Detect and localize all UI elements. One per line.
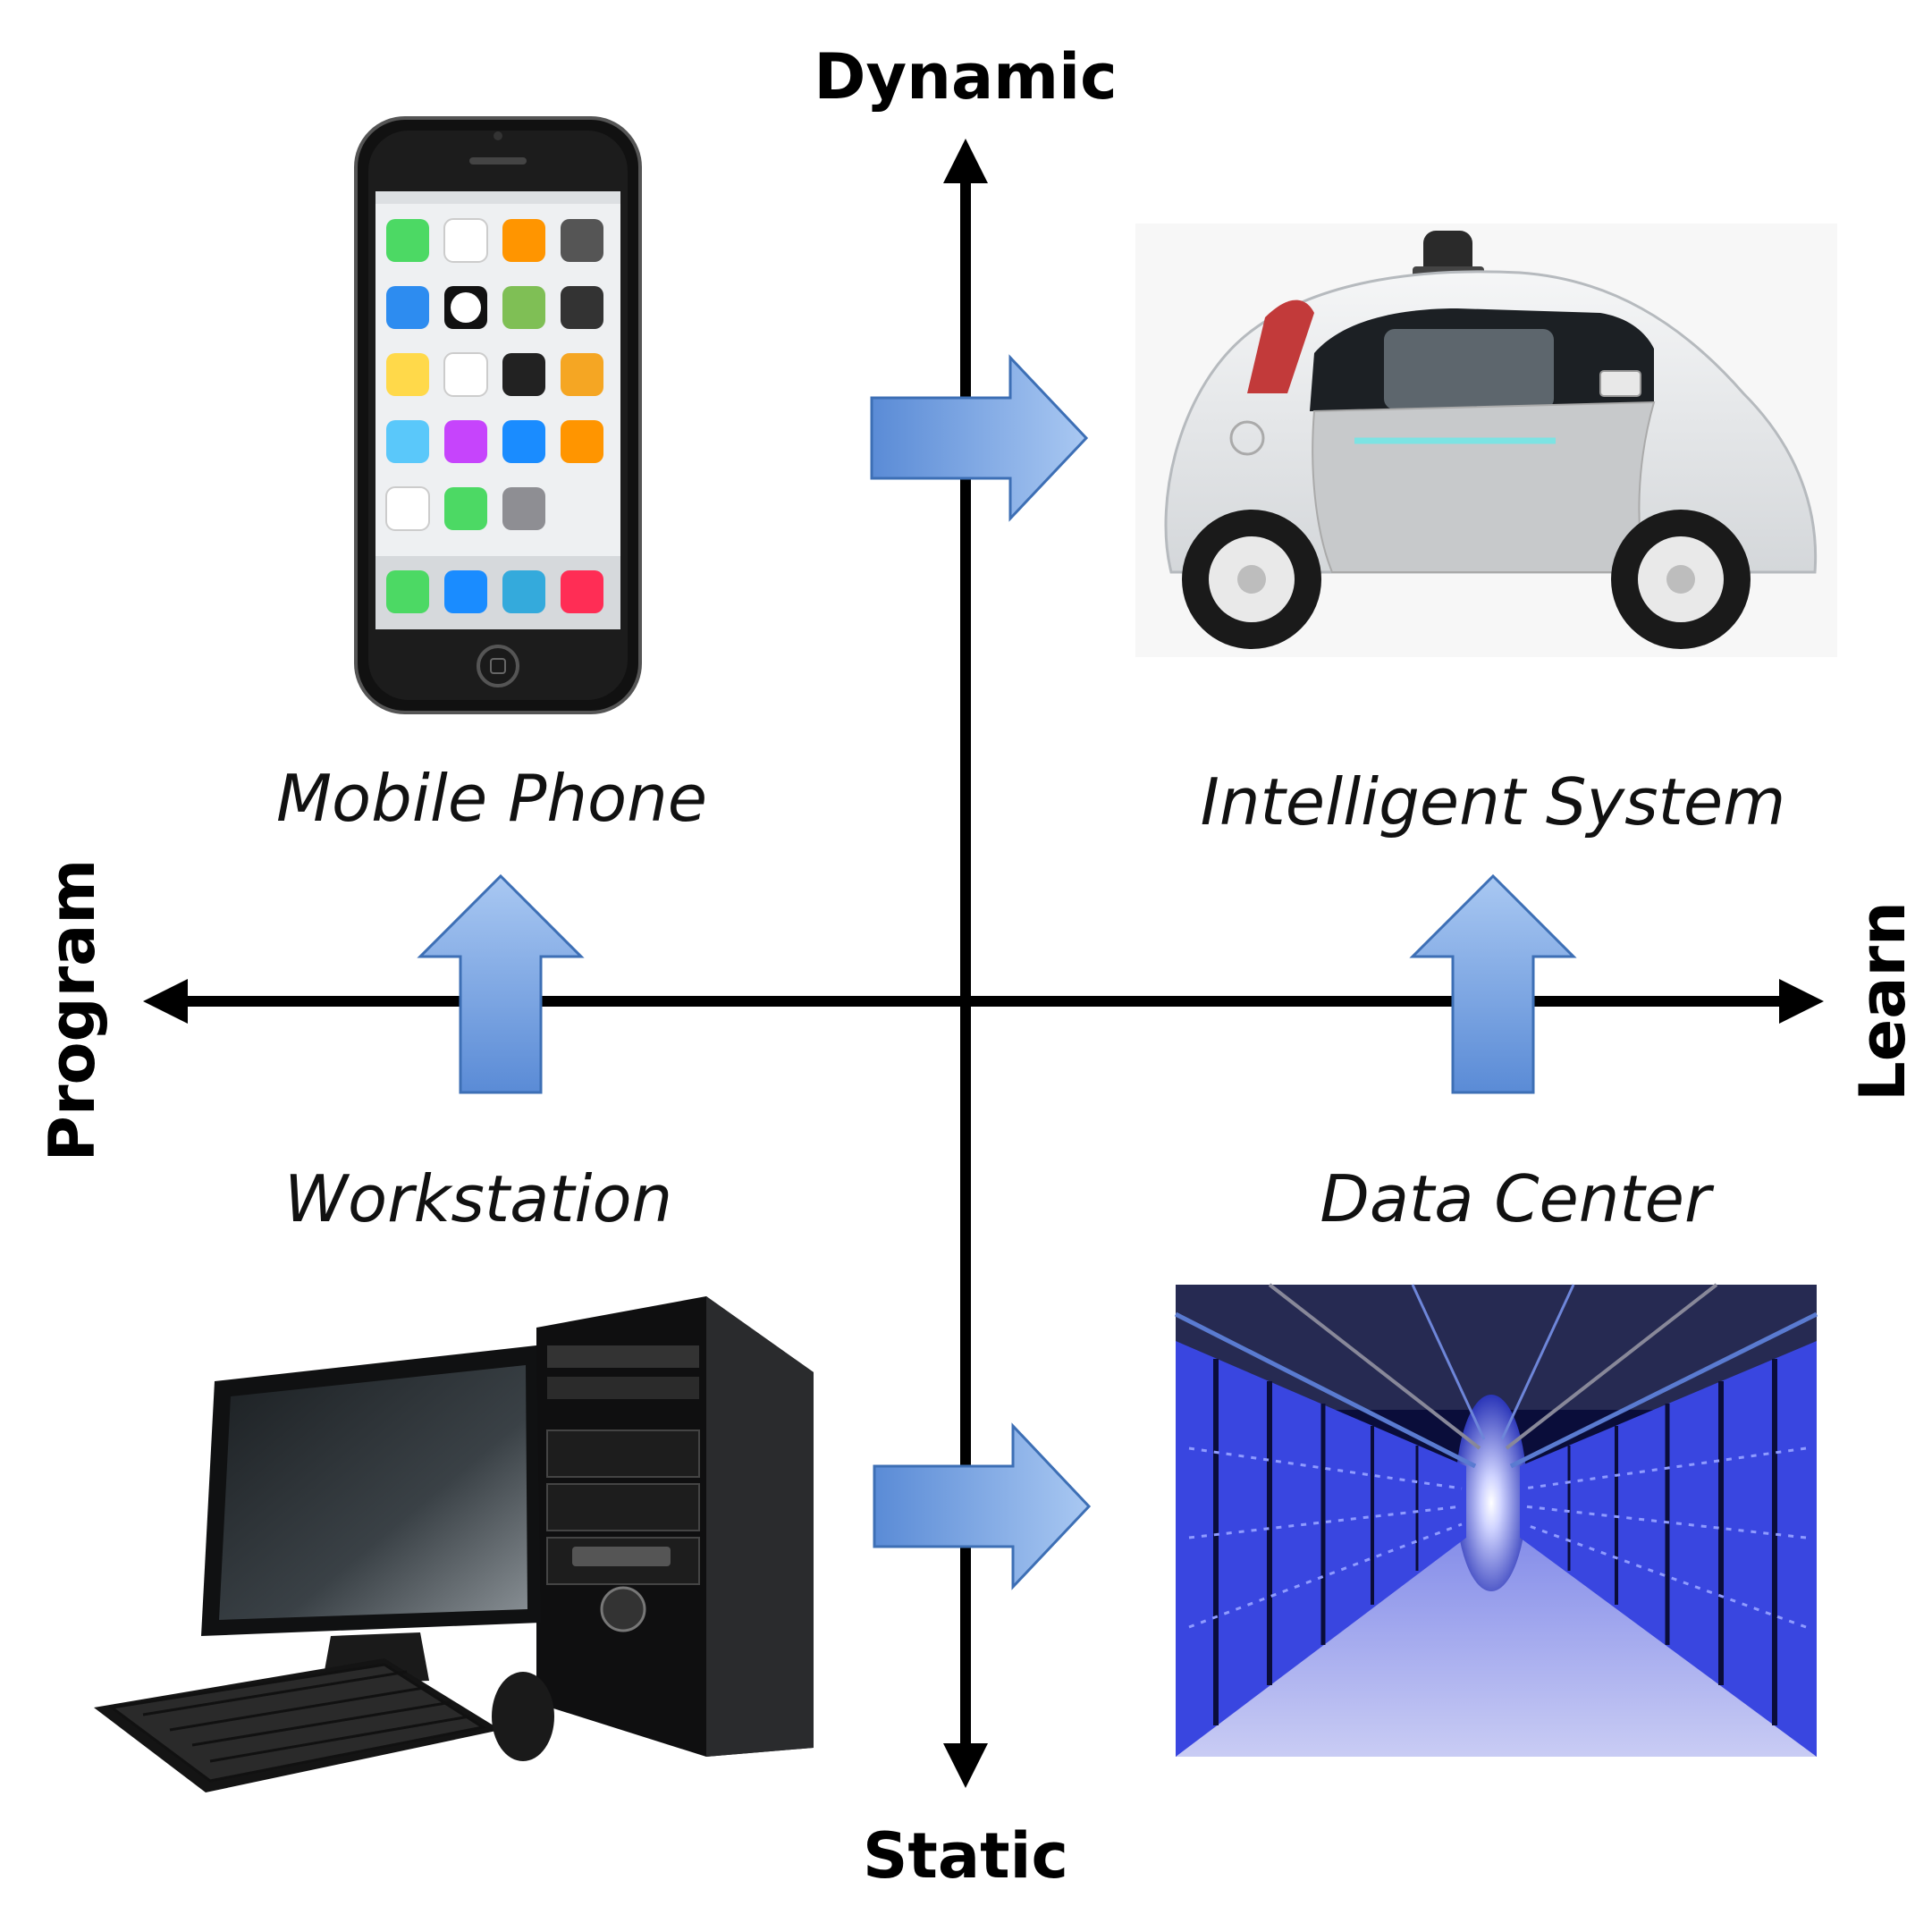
- arrowhead-left: [143, 979, 188, 1024]
- axis-label-learn: Learn: [1846, 901, 1919, 1101]
- axis-label-static: Static: [863, 1819, 1068, 1893]
- data-center-icon: [1174, 1283, 1818, 1757]
- arrowhead-right: [1779, 979, 1824, 1024]
- axis-label-program: Program: [36, 859, 109, 1162]
- server-rack-right: [1520, 1341, 1817, 1757]
- ceiling-pipes: [1174, 1283, 1818, 1469]
- mouse: [492, 1672, 554, 1761]
- monitor: [201, 1345, 541, 1685]
- caption-workstation: Workstation: [284, 1161, 672, 1236]
- app-grid: [375, 218, 620, 629]
- transition-arrow-up-left: [417, 873, 585, 1094]
- desktop-computer-icon: [94, 1296, 814, 1792]
- transition-arrow-right-bottom: [873, 1422, 1092, 1590]
- self-driving-car-icon: [1135, 223, 1837, 657]
- mobile-phone-icon: [354, 116, 642, 714]
- tower-case: [536, 1296, 814, 1757]
- caption-mobile-phone: Mobile Phone: [276, 761, 707, 836]
- arrowhead-down: [943, 1743, 988, 1788]
- keyboard: [94, 1658, 501, 1792]
- horizontal-axis: [143, 979, 1824, 1024]
- caption-data-center: Data Center: [1320, 1161, 1715, 1236]
- caption-intelligent-system: Intelligent System: [1201, 764, 1786, 839]
- arrowhead-up: [943, 139, 988, 183]
- server-rack-left: [1176, 1341, 1466, 1757]
- axis-label-dynamic: Dynamic: [814, 40, 1117, 114]
- front-wheel: [1182, 510, 1321, 649]
- rear-wheel: [1611, 510, 1751, 649]
- transition-arrow-up-right: [1409, 873, 1577, 1094]
- transition-arrow-right-top: [870, 354, 1089, 522]
